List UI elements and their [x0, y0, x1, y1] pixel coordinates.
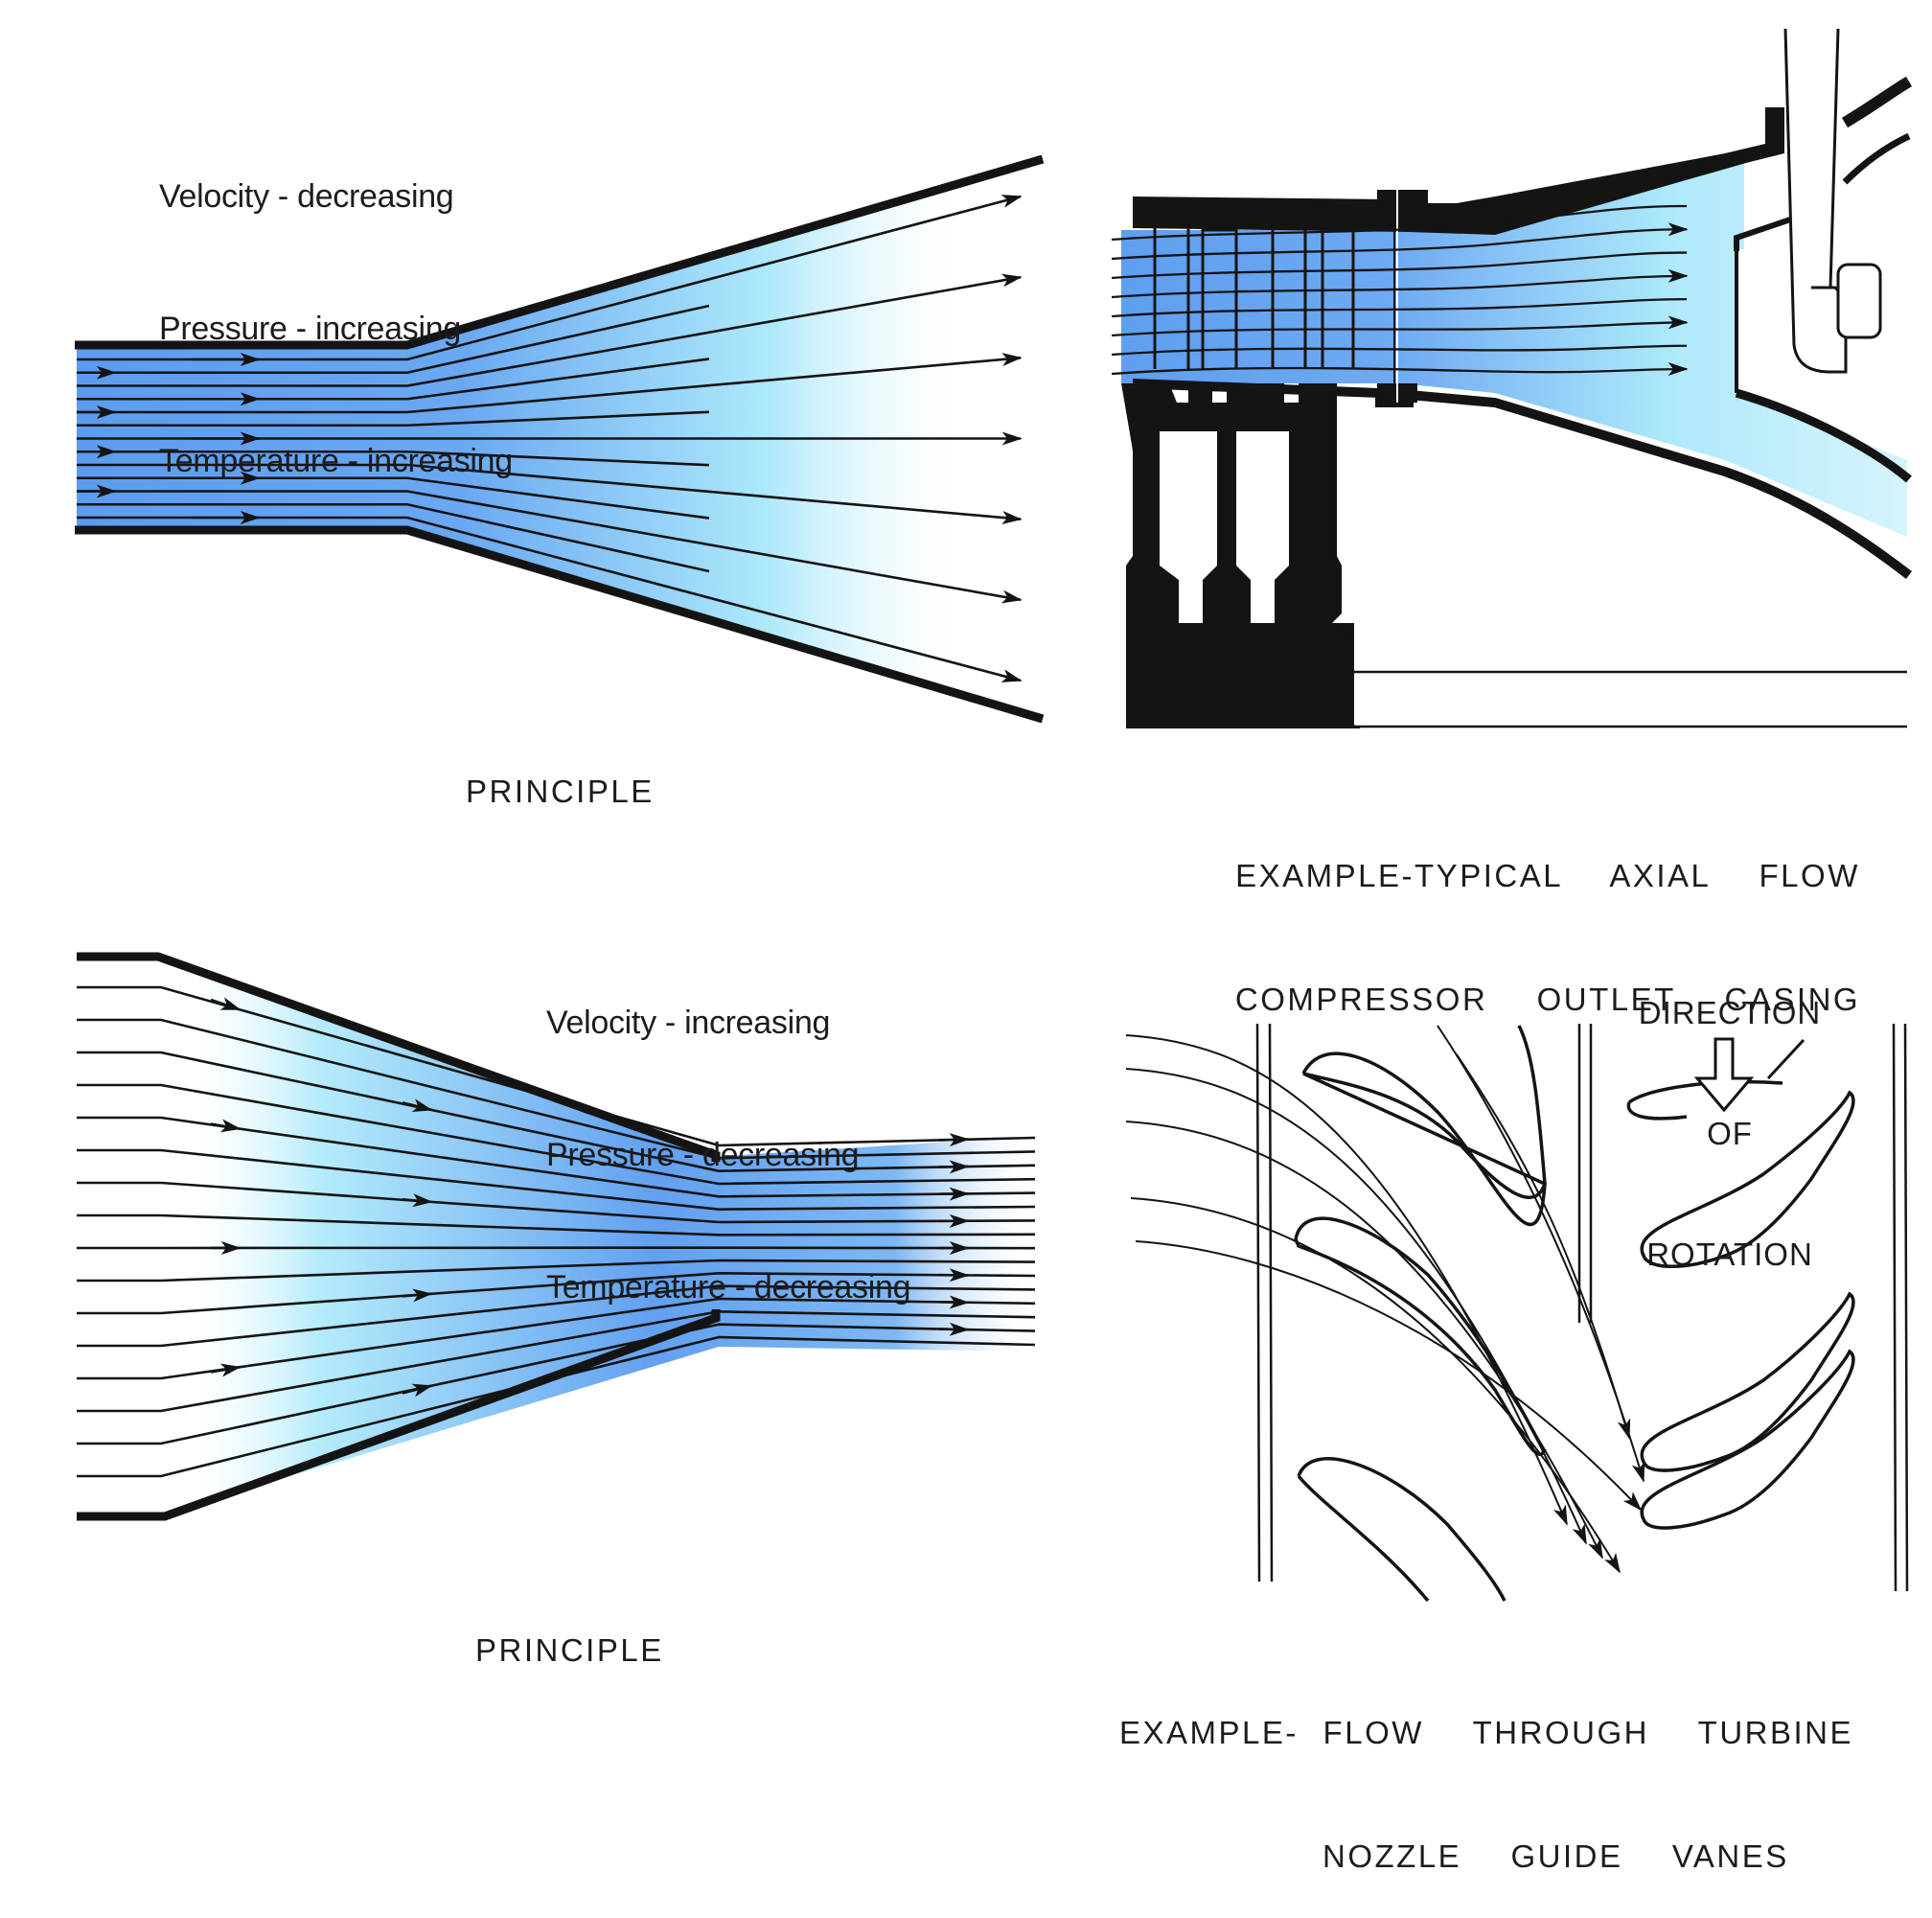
injector-nozzle [1838, 265, 1880, 337]
diffuser-pressure-label: Pressure - increasing [159, 307, 513, 351]
nozzle-properties: Velocity - increasing Pressure - decreas… [546, 913, 910, 1353]
diffuser-temperature-label: Temperature - increasing [159, 439, 513, 483]
rotation-label-line-3: ROTATION [1620, 1235, 1840, 1275]
ngv-caption-line-2: NOZZLE GUIDE VANES [1119, 1836, 1853, 1877]
rotor-hub [1126, 623, 1354, 728]
streamline [1126, 1035, 1567, 1524]
diffuser-caption: PRINCIPLE [466, 771, 655, 812]
rotation-label-line-2: OF [1620, 1114, 1840, 1154]
nozzle-velocity-label: Velocity - increasing [546, 1001, 910, 1045]
diffuser-properties: Velocity - decreasing Pressure - increas… [159, 86, 513, 527]
outer-casing-curve-2 [1845, 136, 1909, 182]
ngv-vane-2 [1296, 1218, 1545, 1454]
streamline [1126, 1069, 1586, 1543]
flow-arrow [939, 1140, 968, 1141]
outer-casing-curve-1 [1845, 81, 1909, 123]
streamline [1131, 1198, 1620, 1572]
nozzle-pressure-label: Pressure - decreasing [546, 1133, 910, 1177]
ngv-caption: EXAMPLE- FLOW THROUGH TURBINE NOZZLE GUI… [1119, 1629, 1853, 1918]
rotation-label-line-1: DIRECTION [1620, 993, 1840, 1033]
diffuser-velocity-label: Velocity - decreasing [159, 174, 513, 219]
streamline [1438, 1026, 1644, 1481]
nozzle-caption: PRINCIPLE [475, 1629, 664, 1671]
rotation-label: DIRECTION OF ROTATION [1620, 913, 1840, 1315]
ngv-caption-line-1: EXAMPLE- FLOW THROUGH TURBINE [1119, 1712, 1853, 1753]
flow-arrow [939, 1329, 968, 1330]
compressor-casing-diagram [1112, 29, 1909, 728]
streamline [1136, 1241, 1641, 1510]
compressor-caption-line-1: EXAMPLE-TYPICAL AXIAL FLOW [1217, 855, 1878, 896]
ngv-streamlines [1126, 1026, 1644, 1572]
streamline [1457, 1054, 1629, 1438]
nozzle-temperature-label: Temperature - decreasing [546, 1265, 910, 1309]
nozzle-guide-vanes [1296, 1026, 1545, 1601]
ngv-vane-3 [1299, 1459, 1505, 1601]
